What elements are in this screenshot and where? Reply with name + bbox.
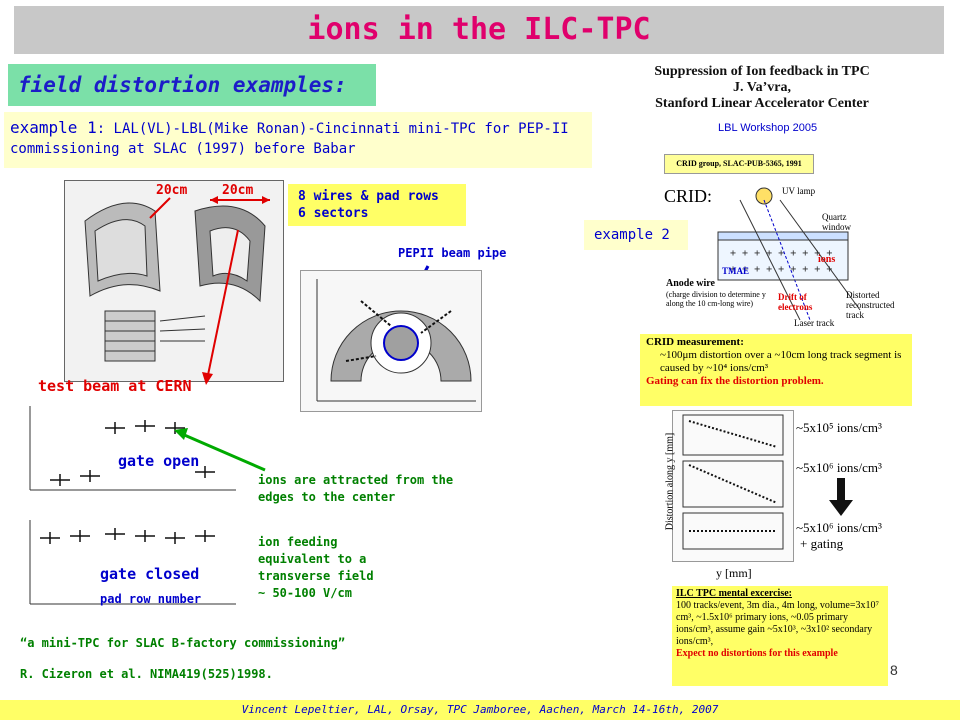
gate-open-drawing	[29, 406, 236, 491]
dim-label-right: 20cm	[222, 183, 254, 198]
ilc-title: ILC TPC mental excercise:	[676, 588, 792, 599]
pad-row-label: pad row number	[100, 592, 202, 606]
footer-text: Vincent Lepeltier, LAL, Orsay, TPC Jambo…	[241, 703, 719, 716]
ions-attracted-note: ions are attracted from the edges to the…	[258, 473, 454, 504]
crid-diagram: + + + + + + + + + + + + + + + + + +	[660, 180, 910, 330]
gate-closed-drawing	[29, 520, 236, 605]
detector-photo	[64, 180, 284, 382]
ilc-body: 100 tracks/event, 3m dia., 4m long, volu…	[676, 600, 879, 647]
meas-title: CRID measurement:	[646, 336, 744, 348]
paper-author: J. Va’vra,	[733, 80, 791, 95]
down-arrow-icon	[829, 478, 853, 516]
title-bar	[14, 6, 944, 54]
example1-lead: example 1	[10, 118, 97, 137]
gate-open-label: gate open	[118, 452, 200, 470]
crid-drawing: + + + + + + + + + + + + + + + + + +	[717, 187, 861, 321]
gate-closed-label: gate closed	[100, 565, 200, 583]
drift-label: Drift of electrons	[778, 292, 813, 312]
sector-plot	[300, 270, 482, 412]
plot-xlabel: y [mm]	[716, 566, 752, 580]
sector-drawing	[316, 279, 476, 402]
svg-text:+ + + + + + + + +: + + + + + + + + +	[730, 248, 832, 259]
ilc-exercise-box: ILC TPC mental excercise: 100 tracks/eve…	[672, 586, 888, 686]
example1-box	[4, 112, 592, 168]
footer-bar	[0, 700, 960, 720]
svg-text:+ + + + + + + + +: + + + + + + + + +	[730, 264, 832, 275]
plot-label-c: ~5x10⁶ ions/cm³	[796, 520, 882, 535]
anode-label: Anode wire	[666, 278, 715, 289]
quote-text: “a mini-TPC for SLAC B-factory commissio…	[20, 636, 346, 650]
tmae-label: TMAE	[722, 266, 749, 276]
page-number: 8	[890, 662, 898, 678]
anode-note: (charge division to determine y along th…	[666, 290, 766, 308]
paper-affil: Stanford Linear Accelerator Center	[655, 96, 869, 111]
wires-line1: 8 wires & pad rows	[298, 189, 439, 204]
subtitle-box	[8, 64, 376, 106]
plot-label-c2: + gating	[800, 536, 844, 551]
wires-label: 8 wires & pad rows 6 sectors	[288, 184, 466, 226]
laser-label: Laser track	[794, 318, 835, 328]
ions-label: ions	[818, 254, 836, 265]
plot-ylabel: Distortion along y [mm]	[664, 432, 676, 531]
meas-item-1: ~100μm distortion over a ~10cm long trac…	[660, 349, 902, 374]
ilc-red: Expect no distortions for this example	[676, 648, 838, 659]
distorted-label: Distorted reconstructed track	[846, 290, 895, 320]
example1-text: example 1: LAL(VL)-LBL(Mike Ronan)-Cinci…	[10, 118, 586, 159]
slide-title: ions in the ILC-TPC	[307, 12, 651, 47]
meas-item-2: Gating can fix the distortion problem.	[646, 375, 824, 387]
test-beam-label: test beam at CERN	[38, 377, 192, 395]
dimension-arrows	[149, 196, 270, 385]
gate-open-plot	[10, 400, 240, 500]
crid-label: CRID:	[664, 186, 713, 206]
paper-title: Suppression of Ion feedback in TPC	[654, 64, 870, 79]
plot-label-a: ~5x10⁵ ions/cm³	[796, 420, 882, 435]
example1-body: : LAL(VL)-LBL(Mike Ronan)-Cincinnati min…	[10, 121, 569, 157]
dim-label-left: 20cm	[156, 183, 188, 198]
detector-drawing	[84, 202, 266, 362]
pepii-label: PEPII beam pipe	[398, 246, 507, 260]
workshop-label: LBL Workshop 2005	[718, 122, 818, 134]
paper-header: Suppression of Ion feedback in TPC J. Va…	[612, 64, 912, 112]
quartz-label: Quartz window	[822, 212, 851, 232]
distortion-drawing	[682, 414, 784, 550]
green-arrow	[174, 428, 266, 472]
uv-lamp-label: UV lamp	[782, 186, 816, 196]
gate-closed-plot	[10, 514, 240, 614]
distortion-plots	[672, 410, 794, 562]
crid-measurement-box: CRID measurement: ~100μm distortion over…	[640, 334, 912, 406]
example2-label: example 2	[584, 220, 688, 250]
crid-group-box: CRID group, SLAC-PUB-5365, 1991	[664, 154, 814, 174]
ion-feeding-note: ion feeding equivalent to a transverse f…	[258, 535, 374, 600]
slide-subtitle: field distortion examples:	[18, 73, 347, 97]
reference-text: R. Cizeron et al. NIMA419(525)1998.	[20, 667, 273, 681]
wires-line2: 6 sectors	[298, 206, 369, 221]
plot-label-b: ~5x10⁶ ions/cm³	[796, 460, 882, 475]
